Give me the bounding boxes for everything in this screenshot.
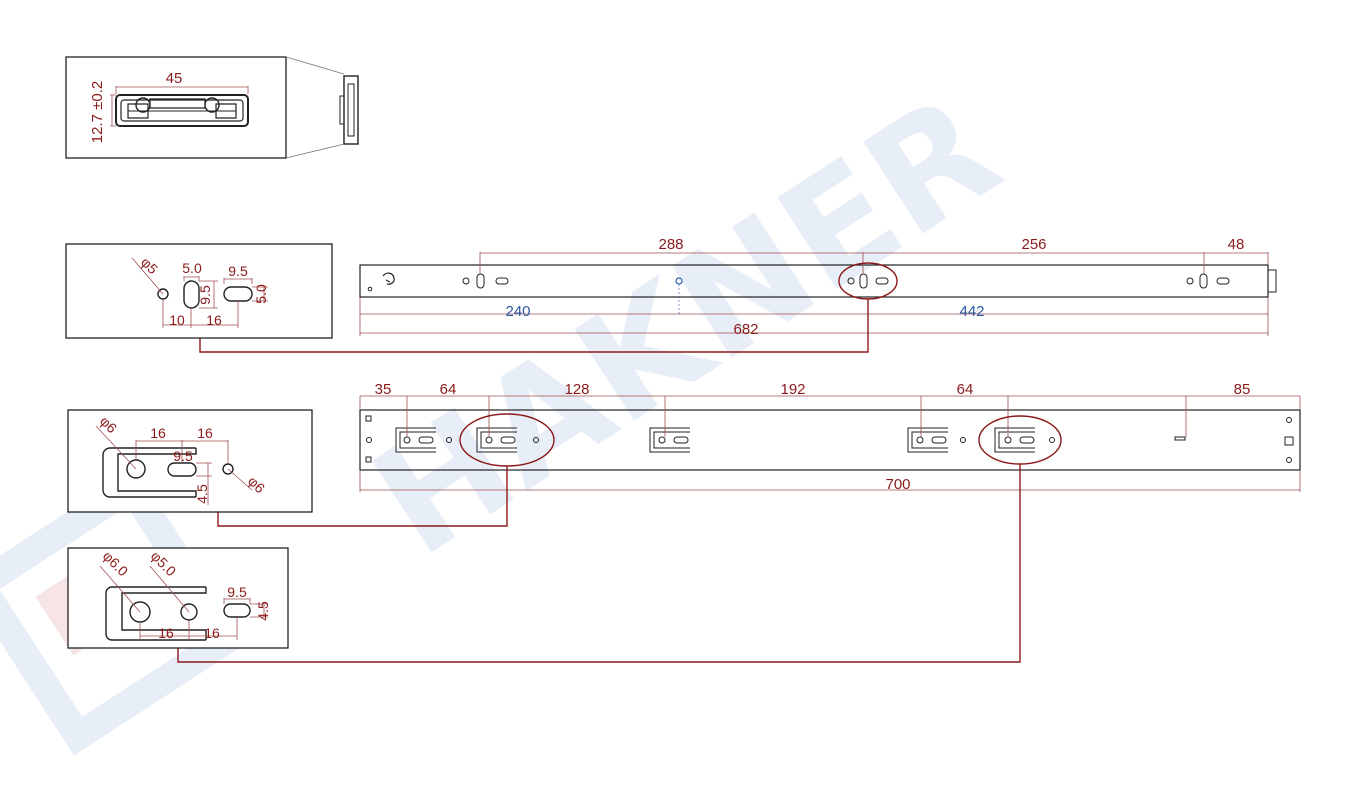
detail-c-slot-w: 9.5 xyxy=(227,584,247,600)
detail-a-hole xyxy=(157,288,169,300)
bottom-rail-d3: 128 xyxy=(564,381,589,398)
profile-section: 45 12.7 ±0.2 xyxy=(65,56,359,159)
bottom-rail-d1: 35 xyxy=(375,381,392,398)
bottom-rail-body xyxy=(359,409,1301,471)
top-rail-d2: 256 xyxy=(1021,236,1046,253)
detail-b-bracket xyxy=(102,447,197,498)
bottom-rail-d4: 192 xyxy=(780,381,805,398)
detail-a-leader xyxy=(199,299,869,353)
detail-a-d2: 16 xyxy=(206,312,222,328)
top-rail: 288 256 48 240 442 682 xyxy=(199,236,1277,353)
detail-a-slot2-h: 5.0 xyxy=(253,284,269,304)
detail-c-leader xyxy=(177,464,1021,663)
detail-a-slot-h: 9.5 xyxy=(197,285,213,305)
bottom-rail-d2: 64 xyxy=(440,381,457,398)
detail-c-d1: 16 xyxy=(158,625,174,641)
profile-height-dim: 12.7 ±0.2 xyxy=(89,81,106,143)
profile-width-dim: 45 xyxy=(166,70,183,87)
bottom-rail-d5: 64 xyxy=(957,381,974,398)
detail-b-slot-h: 4.5 xyxy=(194,484,210,504)
detail-b-frame xyxy=(67,409,313,513)
bottom-rail-total: 700 xyxy=(885,476,910,493)
top-rail-d1: 288 xyxy=(658,236,683,253)
detail-b-d2: 16 xyxy=(197,425,213,441)
detail-b-leader xyxy=(217,466,508,527)
top-rail-total: 682 xyxy=(733,321,758,338)
detail-c-bracket xyxy=(105,586,207,641)
profile-cross-section xyxy=(115,94,249,127)
top-rail-b2: 442 xyxy=(959,303,984,320)
detail-a-slot2-w: 9.5 xyxy=(228,263,248,279)
watermark-text: HAKNER xyxy=(345,62,1028,590)
detail-b-slot-w: 9.5 xyxy=(173,448,193,464)
top-rail-d3: 48 xyxy=(1228,236,1245,253)
bottom-rail-d6: 85 xyxy=(1234,381,1251,398)
side-view xyxy=(339,75,359,145)
side-view-leader xyxy=(285,56,345,159)
top-rail-b1: 240 xyxy=(505,303,530,320)
detail-a-vertical-slot xyxy=(183,280,200,309)
detail-a: φ5 5.0 9.5 9.5 5.0 10 16 xyxy=(65,243,333,339)
detail-c: φ6.0 φ5.0 9.5 4.5 16 16 xyxy=(67,547,289,649)
detail-b-d1: 16 xyxy=(150,425,166,441)
detail-c-slot-h: 4.5 xyxy=(255,601,271,621)
detail-a-slot-w: 5.0 xyxy=(182,260,202,276)
detail-c-d2: 16 xyxy=(204,625,220,641)
detail-c-frame xyxy=(67,547,289,649)
bottom-rail: 35 64 128 192 64 85 700 xyxy=(177,381,1301,663)
profile-frame xyxy=(65,56,287,159)
detail-b: φ6 16 16 9.5 4.5 φ6 xyxy=(67,409,313,513)
detail-a-d1: 10 xyxy=(169,312,185,328)
